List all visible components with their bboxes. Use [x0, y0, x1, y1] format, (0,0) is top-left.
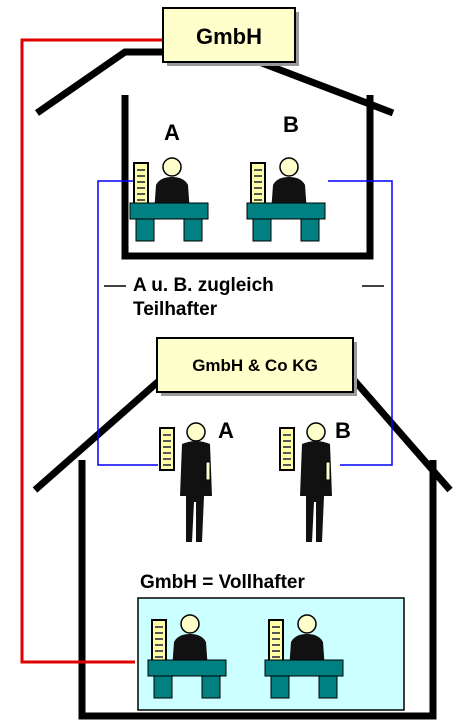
person-at-desk-icon — [130, 158, 208, 241]
person-a-label-top: A — [164, 120, 180, 145]
standing-person-icon — [160, 423, 212, 542]
partner-note-line1: A u. B. zugleich — [133, 275, 274, 296]
standing-person-icon — [280, 423, 332, 542]
gmbh-label: GmbH — [196, 24, 262, 49]
liability-note: GmbH = Vollhafter — [140, 572, 305, 593]
person-b-label-top: B — [283, 112, 299, 137]
gmbh-building — [35, 48, 395, 260]
gmbh-ownership-connector — [20, 38, 175, 664]
person-b-label-kg: B — [335, 418, 351, 443]
person-at-desk-icon — [247, 158, 325, 241]
person-a-label-kg: A — [218, 418, 234, 443]
kg-label-box: GmbH & Co KG — [156, 337, 357, 396]
partner-connectors — [97, 180, 393, 466]
partner-note-line2: Teilhafter — [133, 299, 218, 320]
kg-label: GmbH & Co KG — [192, 356, 318, 375]
gmbh-walls — [121, 95, 374, 260]
gmbh-office-in-kg — [137, 597, 405, 711]
gmbh-label-box: GmbH — [162, 7, 299, 66]
kg-walls — [78, 460, 437, 720]
